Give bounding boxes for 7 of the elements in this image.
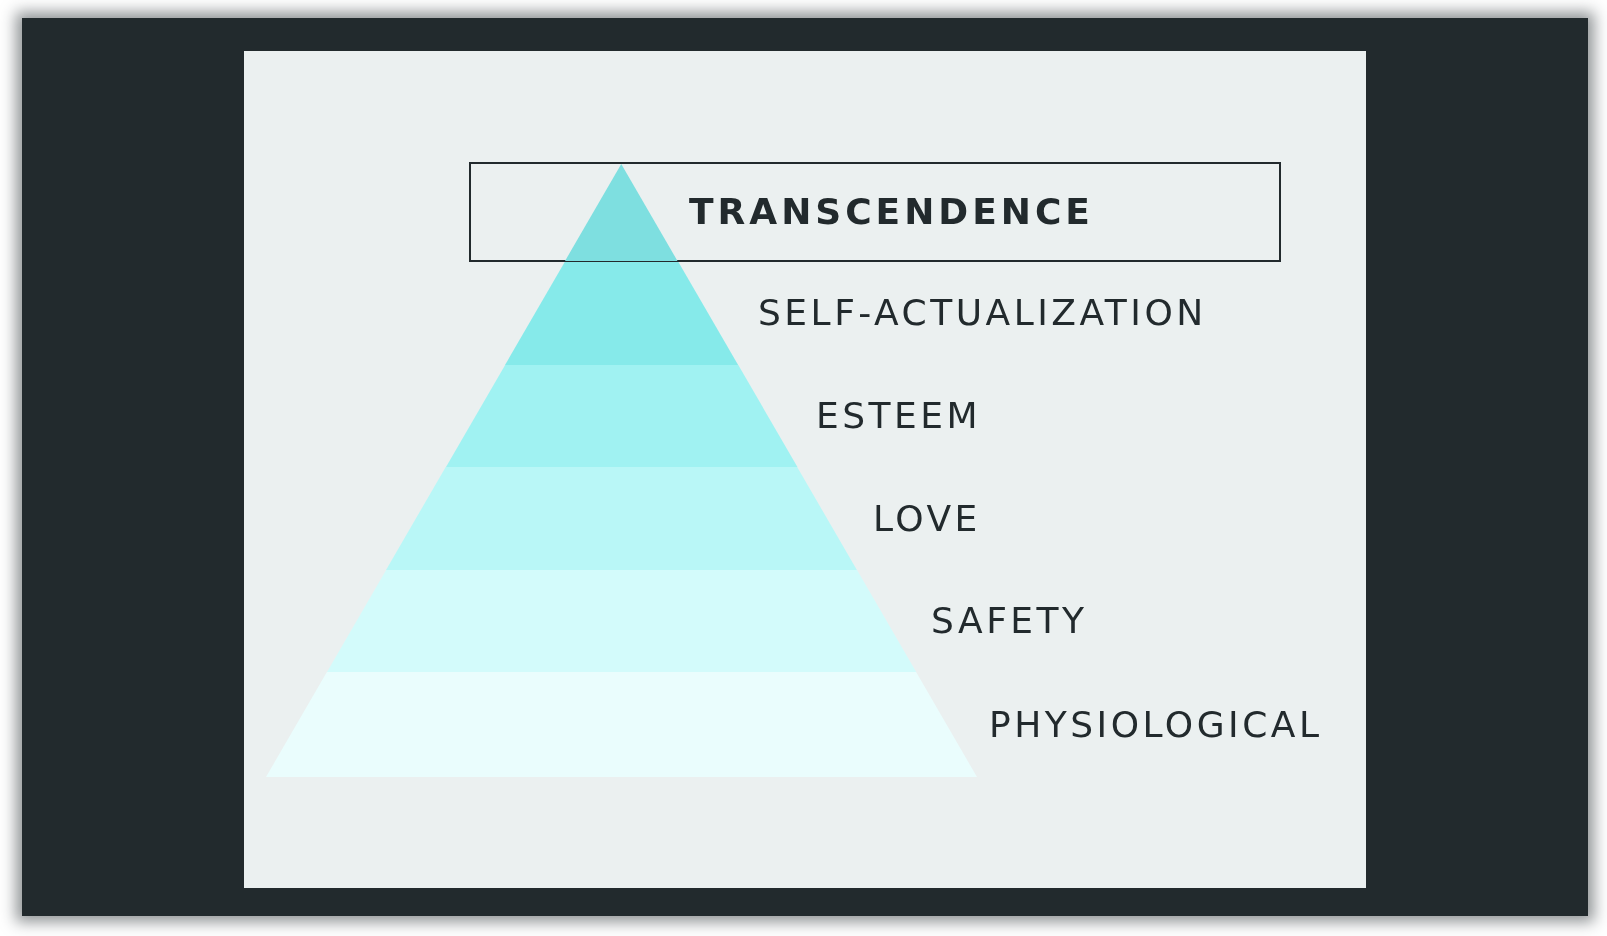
level-label: PHYSIOLOGICAL	[989, 706, 1323, 743]
level-label: LOVE	[873, 500, 981, 537]
level-label: TRANSCENDENCE	[689, 194, 1094, 230]
level-label: ESTEEM	[816, 398, 982, 434]
level-label: SELF-ACTUALIZATION	[758, 295, 1207, 331]
level-label: SAFETY	[931, 603, 1088, 639]
outlined-box	[469, 162, 1281, 262]
